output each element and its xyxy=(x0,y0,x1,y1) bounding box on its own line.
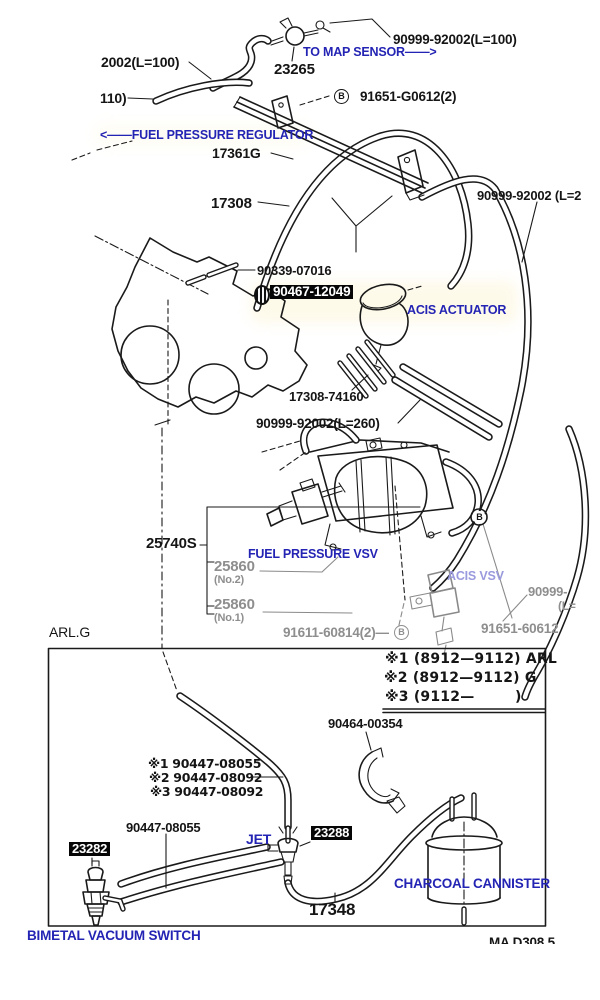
label-pipe-90339: 90339-07016 xyxy=(257,263,332,278)
detail-box xyxy=(47,647,547,927)
box-hose-90447 xyxy=(176,692,292,831)
label-clip-90467: 90467-12049 xyxy=(270,284,354,300)
label-pipe-17308: 17308 xyxy=(211,195,252,212)
label-jet-23288: 23288 xyxy=(311,826,353,840)
hose-17348-tube xyxy=(284,794,465,906)
acis-vsv-part xyxy=(398,523,528,656)
page-code-clip: MA D308 5 xyxy=(489,934,584,944)
label-bolt-91651-60612: 91651-60612 xyxy=(481,621,559,636)
hose-2002 xyxy=(209,34,272,92)
label-vsv-25860-no1: 25860 xyxy=(214,596,255,613)
pipes-74160 xyxy=(337,339,421,424)
label-hose-edge: 90999- xyxy=(528,584,568,599)
label-bimetal-vacuum-switch: BIMETAL VACUUM SWITCH xyxy=(27,928,201,943)
label-acis-actuator: ACIS ACTUATOR xyxy=(407,303,507,317)
bimetal-switch-part xyxy=(82,857,126,926)
bolt-b-marker-mid: B xyxy=(473,511,486,524)
label-pipe-74160: 17308-74160 xyxy=(289,389,364,404)
label-vsv-25860-no2: 25860 xyxy=(214,558,255,575)
label-vsv-set-25740s: 25740S xyxy=(146,535,197,552)
label-bolt-91651-g0612: 91651-G0612(2) xyxy=(360,89,457,104)
hose-variant-row-3: ※3 90447-08092 xyxy=(150,784,264,799)
label-bolt-91611: 91611-60814(2)— xyxy=(283,625,389,640)
scan-tint-patch xyxy=(95,124,310,146)
hose-variant-row-2: ※2 90447-08092 xyxy=(149,770,263,785)
label-hose-90999-right: 90999-92002 (L=2 xyxy=(477,188,582,203)
vsv-subbox xyxy=(199,506,421,615)
bolt-b-marker-ring xyxy=(470,508,488,526)
fuel-pressure-vsv-part xyxy=(266,478,346,527)
label-pipe-17361g: 17361G xyxy=(212,145,261,161)
charcoal-canister xyxy=(425,792,503,926)
hose-variant-row-1: ※1 90447-08055 xyxy=(148,756,262,771)
vsv-assembly xyxy=(261,418,482,601)
hose-l260 xyxy=(391,363,503,441)
label-hose-edge2: (L= xyxy=(558,599,576,613)
label-hose-l260: 90999-92002(L=260) xyxy=(256,416,380,431)
label-arl-g: ARL.G xyxy=(49,624,91,640)
label-hose-90999-l100: 90999-92002(L=100) xyxy=(393,32,517,47)
grommet-icon xyxy=(254,285,270,305)
bolt-b-marker-top: B xyxy=(334,89,349,104)
label-vsv-no1-sub: (No.1) xyxy=(214,612,244,624)
label-hose-110: 110) xyxy=(100,90,127,106)
label-clamp-90464: 90464-00354 xyxy=(328,716,403,731)
label-check-valve-23265: 23265 xyxy=(274,61,315,78)
map-check-valve xyxy=(127,17,391,100)
pipe-90339 xyxy=(185,262,256,286)
jet-fitting xyxy=(267,825,311,885)
hose-110 xyxy=(152,78,253,105)
label-acis-vsv: ACIS VSV xyxy=(447,569,504,583)
label-to-map-sensor: TO MAP SENSOR——> xyxy=(303,45,437,59)
label-page-code: MA D308 5 xyxy=(489,935,555,944)
label-hose-2002: 2002(L=100) xyxy=(101,54,180,70)
label-charcoal-cannister: CHARCOAL CANNISTER xyxy=(394,876,550,891)
legend-row-1: ※1 (8912—9112) ARL xyxy=(385,651,557,667)
reference-drop-line xyxy=(154,419,178,692)
hose-17308 xyxy=(253,129,473,312)
label-jet: JET xyxy=(246,831,272,847)
label-hose-90447: 90447-08055 xyxy=(126,820,201,835)
label-vsv-no2-sub: (No.2) xyxy=(214,574,244,586)
label-hose-17348: 17348 xyxy=(309,900,356,919)
legend-row-2: ※2 (8912—9112) G xyxy=(384,670,537,686)
legend-row-3: ※3 (9112— ) xyxy=(385,689,522,705)
metal-pipes-17361 xyxy=(71,95,538,263)
label-fuel-pressure-regulator: <——FUEL PRESSURE REGULATOR xyxy=(100,128,314,142)
hose-90999-right xyxy=(418,175,532,592)
label-bimetal-23282: 23282 xyxy=(69,842,111,856)
label-fuel-pressure-vsv: FUEL PRESSURE VSV xyxy=(248,547,378,561)
bolt-b-marker-91611: B xyxy=(394,625,409,640)
intake-manifold-outline xyxy=(94,235,308,425)
hose-90999-edge xyxy=(521,425,590,701)
clamp-90464 xyxy=(358,731,406,814)
twin-hoses xyxy=(117,833,285,906)
